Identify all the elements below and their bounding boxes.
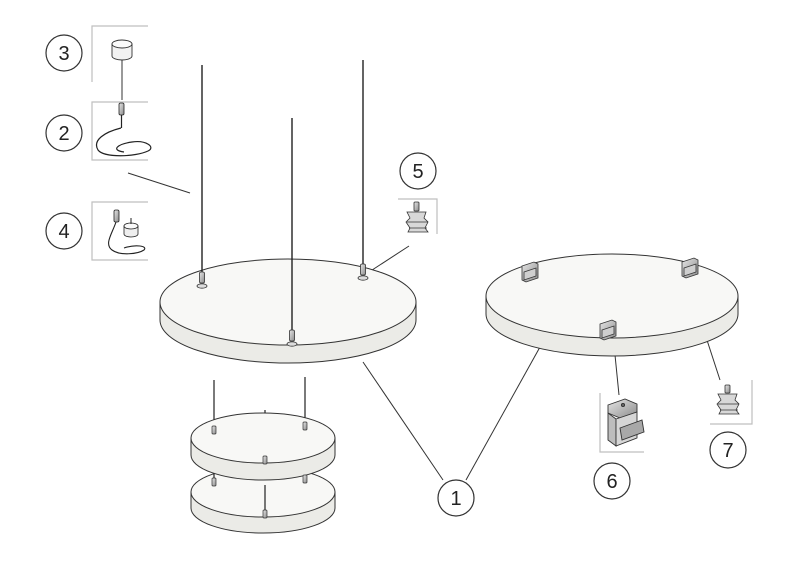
adhesive-mount-small-icon — [716, 384, 740, 415]
cable-kit-icon — [108, 209, 146, 255]
callout-5: 5 — [399, 152, 437, 190]
inset-box-part-4 — [91, 201, 148, 261]
suspension-cables — [201, 60, 364, 338]
callout-7: 7 — [709, 431, 747, 469]
callout-6: 6 — [593, 462, 631, 500]
callout-label-6: 6 — [606, 471, 617, 493]
inset-box-part-2 — [91, 101, 152, 161]
stacked-panels — [190, 377, 336, 534]
cable-with-gripper-icon — [96, 102, 152, 157]
callout-label-2: 2 — [58, 123, 69, 145]
inset-box-part-5 — [398, 198, 438, 234]
callout-label-1: 1 — [450, 488, 461, 510]
callout-2: 2 — [45, 114, 83, 152]
ceiling-clip-icon — [607, 398, 645, 447]
inset-box-part-3 — [91, 25, 148, 100]
ceiling-cap-icon — [111, 39, 133, 100]
callout-label-7: 7 — [722, 440, 733, 462]
adhesive-mount-icon — [405, 201, 429, 233]
callout-label-4: 4 — [58, 221, 69, 243]
callout-4: 4 — [45, 212, 83, 250]
ceiling-clips — [521, 257, 699, 341]
callout-3: 3 — [45, 34, 83, 72]
inset-box-part-6 — [599, 393, 645, 453]
callout-label-3: 3 — [58, 43, 69, 65]
callout-label-5: 5 — [412, 161, 423, 183]
cable-grippers — [196, 263, 369, 347]
round-panel-large-left — [159, 258, 417, 364]
callout-1: 1 — [437, 479, 475, 517]
inset-box-part-7 — [710, 380, 753, 425]
